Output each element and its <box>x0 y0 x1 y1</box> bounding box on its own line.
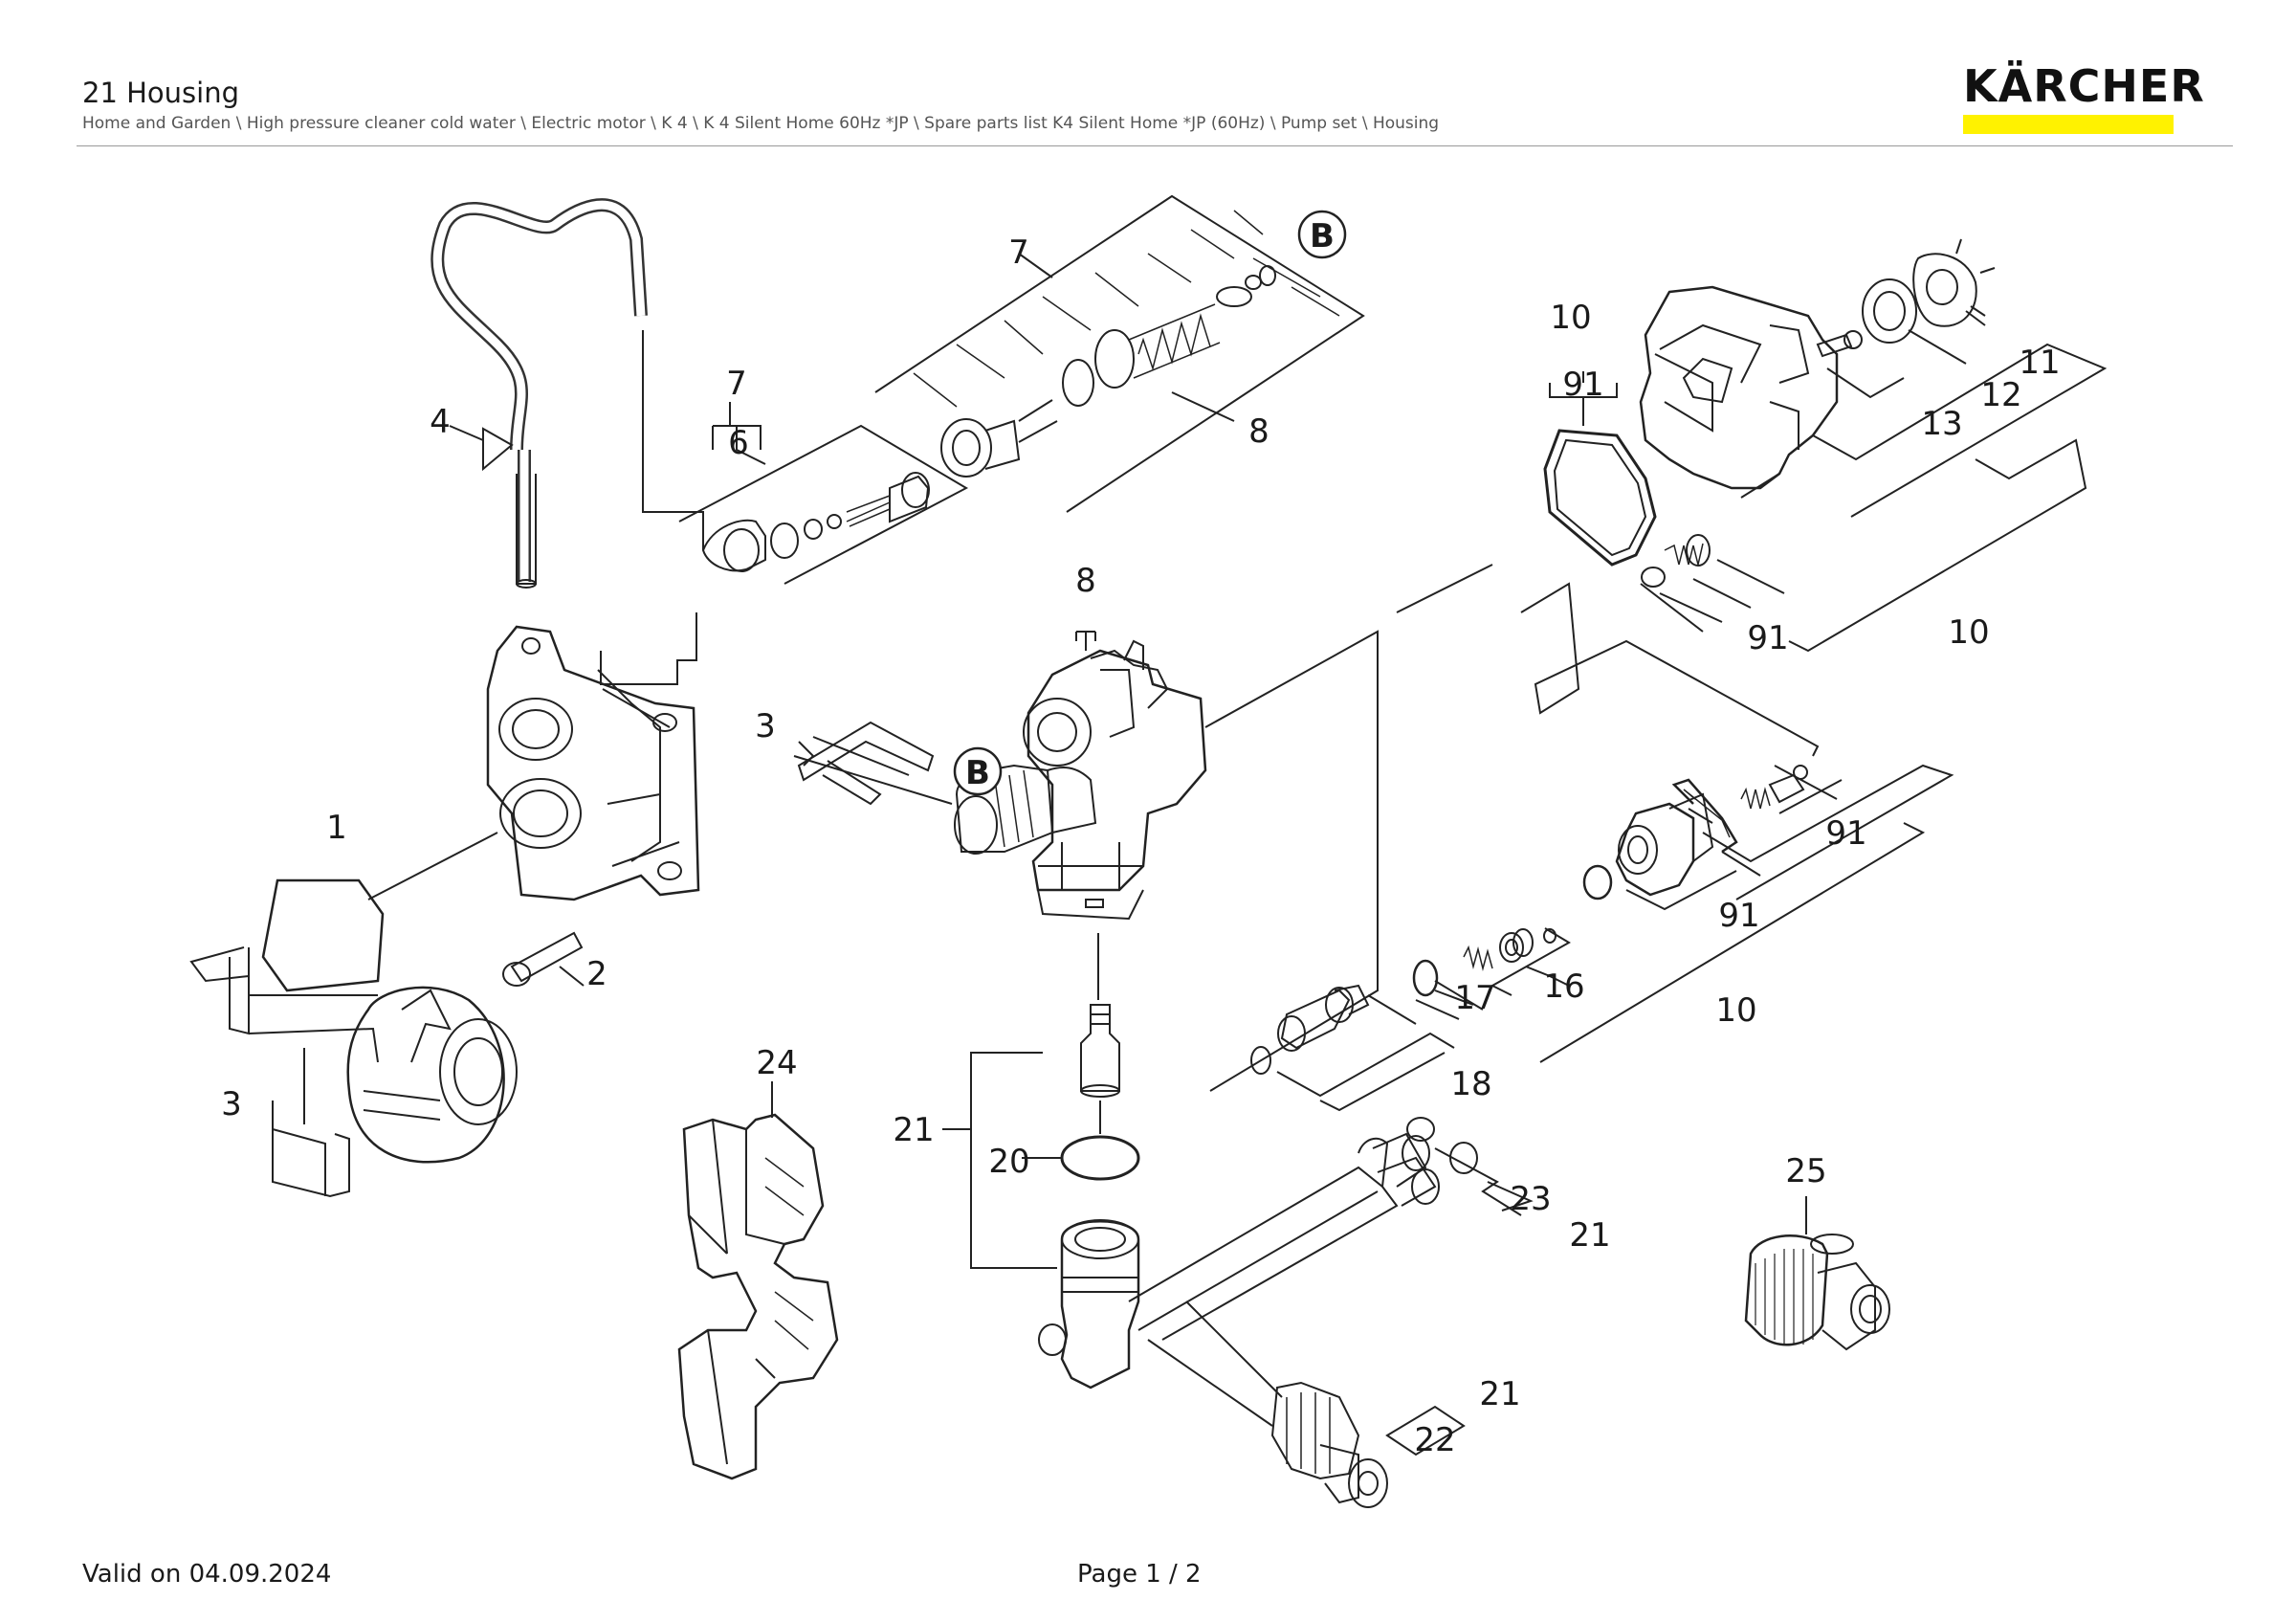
callout-3-lower: 3 <box>221 1085 242 1123</box>
callout-91-valve: 91 <box>1825 814 1866 853</box>
callout-10-right: 10 <box>1948 613 1989 652</box>
page-number: Page 1 / 2 <box>1077 1560 1202 1589</box>
callout-3-upper: 3 <box>755 707 776 745</box>
callout-20: 20 <box>988 1143 1029 1181</box>
callout-91-oring: 91 <box>1718 897 1759 935</box>
callout-25: 25 <box>1785 1152 1826 1190</box>
validity-date: Valid on 04.09.2024 <box>82 1560 332 1589</box>
callout-21-left: 21 <box>893 1111 934 1149</box>
callout-7-left: 7 <box>726 365 747 403</box>
callout-16: 16 <box>1543 967 1584 1006</box>
callout-11: 11 <box>2019 344 2060 382</box>
callout-91-spring: 91 <box>1747 619 1788 657</box>
callout-22: 22 <box>1414 1421 1455 1459</box>
callout-12: 12 <box>1980 376 2021 414</box>
callout-1: 1 <box>326 809 347 847</box>
callout-6: 6 <box>728 424 749 462</box>
callout-10-lower: 10 <box>1715 991 1756 1030</box>
callout-91-top: 91 <box>1562 366 1603 404</box>
callout-8-center: 8 <box>1075 562 1096 600</box>
callout-13: 13 <box>1921 405 1962 443</box>
callout-7-top: 7 <box>1008 233 1029 272</box>
header-divider <box>77 145 2233 146</box>
breadcrumb[interactable]: Home and Garden \ High pressure cleaner … <box>82 114 1440 133</box>
callout-18: 18 <box>1450 1065 1491 1103</box>
ref-mark-b-top: B <box>1310 217 1335 256</box>
brand-accent-bar <box>1963 115 2174 134</box>
callout-10-top: 10 <box>1550 299 1591 337</box>
callout-21-right: 21 <box>1569 1216 1610 1255</box>
callout-24: 24 <box>756 1044 797 1082</box>
callout-2: 2 <box>586 955 607 993</box>
page-title: 21 Housing <box>82 77 240 109</box>
callout-8-upper: 8 <box>1248 412 1269 451</box>
callout-4: 4 <box>430 403 451 441</box>
brand-logo: KÄRCHER <box>1963 60 2205 134</box>
callout-21-bottom: 21 <box>1479 1375 1520 1413</box>
callout-17: 17 <box>1454 979 1495 1017</box>
ref-mark-b-center: B <box>965 754 990 792</box>
callout-23: 23 <box>1510 1180 1551 1218</box>
brand-name: KÄRCHER <box>1963 60 2205 112</box>
